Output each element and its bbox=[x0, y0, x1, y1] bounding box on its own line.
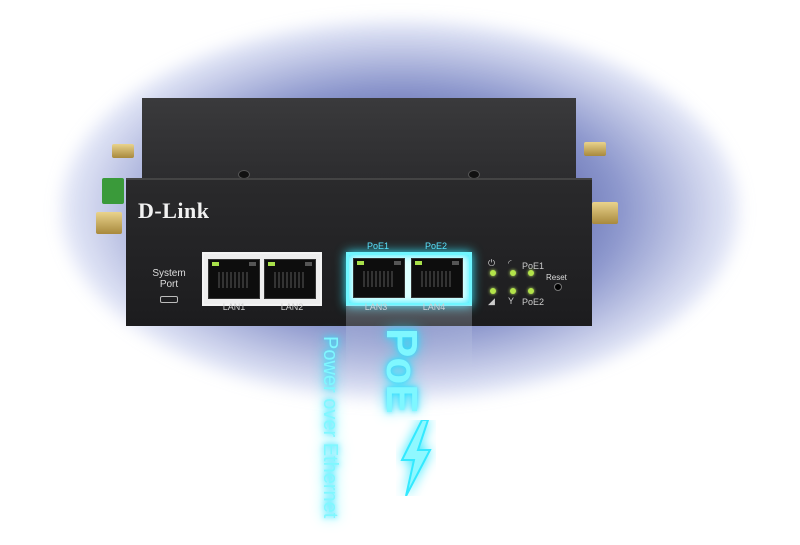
signal-led bbox=[490, 288, 496, 294]
reset-button[interactable] bbox=[554, 283, 562, 291]
antenna-icon: Y bbox=[508, 296, 515, 306]
antenna-connector-left-lower bbox=[96, 212, 122, 234]
poe1-led bbox=[528, 270, 534, 276]
poe-port-group bbox=[346, 252, 472, 306]
lan2-label: LAN2 bbox=[280, 302, 304, 312]
device-top-panel bbox=[142, 98, 576, 182]
wifi-led bbox=[510, 270, 516, 276]
antenna-connector-right bbox=[584, 142, 606, 156]
reset-label: Reset bbox=[546, 273, 567, 282]
lan3-port[interactable] bbox=[353, 258, 405, 298]
antenna-led bbox=[510, 288, 516, 294]
light-beam bbox=[346, 305, 472, 380]
lan-port-group bbox=[202, 252, 322, 306]
signal-icon: ◢ bbox=[488, 296, 495, 306]
poe-callout-subtitle: Power over Ethernet bbox=[319, 336, 341, 519]
lan4-port[interactable] bbox=[411, 258, 463, 298]
power-led bbox=[490, 270, 496, 276]
poe2-port-label: PoE2 bbox=[424, 241, 448, 251]
wifi-icon: ◜ bbox=[508, 258, 512, 268]
brand-logo: D-Link bbox=[138, 198, 210, 223]
router-device: D-Link System Port LAN1 LAN2 PoE1 PoE2 L… bbox=[96, 98, 618, 326]
terminal-block bbox=[102, 178, 124, 204]
status-poe2-label: PoE2 bbox=[522, 297, 545, 307]
poe2-led bbox=[528, 288, 534, 294]
lan1-port[interactable] bbox=[208, 259, 260, 299]
lan2-port[interactable] bbox=[264, 259, 316, 299]
status-poe1-label: PoE1 bbox=[522, 261, 545, 271]
poe1-port-label: PoE1 bbox=[366, 241, 390, 251]
power-icon: ⏻ bbox=[488, 258, 496, 268]
system-port-label: System Port bbox=[152, 268, 186, 290]
system-port-usb[interactable] bbox=[160, 296, 178, 303]
lan1-label: LAN1 bbox=[222, 302, 246, 312]
poe-callout-title: PoE bbox=[377, 328, 426, 414]
antenna-connector-right-lower bbox=[592, 202, 618, 224]
lightning-bolt-icon bbox=[400, 420, 432, 496]
antenna-connector-left bbox=[112, 144, 134, 158]
lan3-label: LAN3 bbox=[356, 302, 396, 312]
lan4-label: LAN4 bbox=[414, 302, 454, 312]
